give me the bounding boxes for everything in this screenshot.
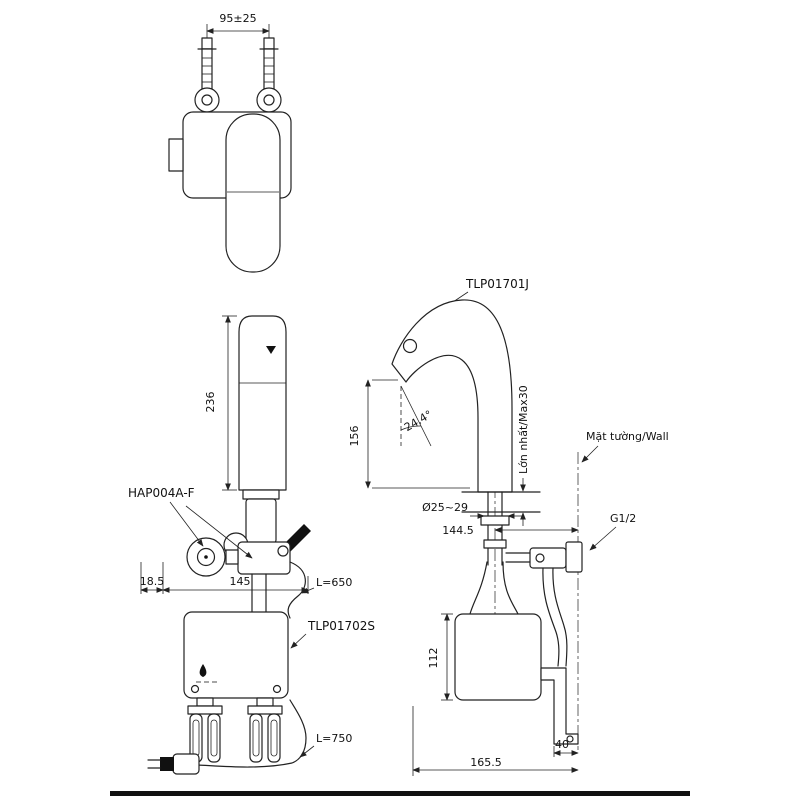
wall-callout: Mặt tường/Wall [581,430,669,463]
power-cord [196,699,307,768]
spout-column-side [238,315,287,491]
dim-top-span-label: 95±25 [219,12,256,25]
bracket-screw [566,735,574,743]
stop-valve [505,541,583,573]
dim-bracket-offset: 40 [553,738,579,757]
dim-hose-650: L=650 [301,576,352,594]
sensor-mark-icon [266,346,276,354]
mixing-valve [186,524,311,613]
dim-column-height: 236 [204,315,237,491]
spout-model-label: TLP01701J [465,277,529,291]
sensor-eye-icon [402,338,418,354]
hose-cold [469,561,488,615]
mounting-bolt-right [256,37,282,113]
wall-bracket [540,667,579,745]
shank [245,498,277,544]
depth-label: 165.5 [470,756,502,769]
mounting-bracket-right [247,697,283,763]
mounting-bracket-left [187,697,223,763]
front-view: 95±25 [168,12,292,273]
valve-model-label: HAP004A-F [128,486,195,500]
fitting-nut [483,539,507,549]
pipe-to-bracket-1 [542,567,560,667]
mounting-bolt-left [194,37,220,113]
controller-callout: TLP01702S [290,619,375,649]
dim-column-height-label: 236 [204,392,217,413]
pipe-to-bracket-2 [552,567,568,667]
deck-max-label: Lớn nhất/Max30 [517,385,530,474]
power-plug [147,753,200,775]
dim-depth: 165.5 [412,706,579,776]
escutcheon [242,489,280,500]
dim-box-height: 112 [427,613,453,701]
hose-650-label: L=650 [316,576,352,589]
side-view-column: 236 HAP004A-F L=650 [128,315,375,775]
box-height-label: 112 [427,648,440,669]
hose-hot [502,561,519,615]
dim-center-to-wall: 144.5 [442,524,579,537]
wall-label: Mặt tường/Wall [586,430,669,443]
water-drop-icon [199,664,207,677]
dim-top-span: 95±25 [206,12,270,54]
screw-left [190,684,200,694]
angle-label: 24.4° [402,408,434,434]
center-to-wall-label: 144.5 [442,524,474,537]
dim-width-label: 145 [230,575,251,588]
locknut [480,515,510,526]
dim-spout-drop: 156 [348,379,470,489]
gooseneck-spout [391,299,513,493]
dim-spout-drop-label: 156 [348,426,361,447]
thread-callout: G1/2 [589,512,636,551]
dim-offset-label: 18.5 [140,575,165,588]
hole-dia-label: Ø25~29 [422,501,468,514]
dim-base: 18.5 145 [140,562,309,594]
thread-label: G1/2 [610,512,636,525]
body-side-port [168,138,184,172]
dim-hole: Ø25~29 [422,501,522,519]
controller-box-side [454,613,542,701]
spout-column-front [225,113,281,273]
dim-deck-max: Lớn nhất/Max30 [517,385,530,526]
screw-right [272,684,282,694]
profile-view: TLP01701J 24.4° 156 Lớn nhất/Max30 [348,277,669,776]
valve-callout: HAP004A-F [128,486,253,559]
cord-label: L=750 [316,732,352,745]
controller-model-label: TLP01702S [307,619,375,633]
hose-650 [287,561,306,619]
dim-cord: L=750 [299,732,352,758]
controller-box-front [183,611,289,699]
dim-angle: 24.4° [400,385,434,447]
bottom-border [110,791,690,796]
bracket-offset-label: 40 [555,738,569,751]
